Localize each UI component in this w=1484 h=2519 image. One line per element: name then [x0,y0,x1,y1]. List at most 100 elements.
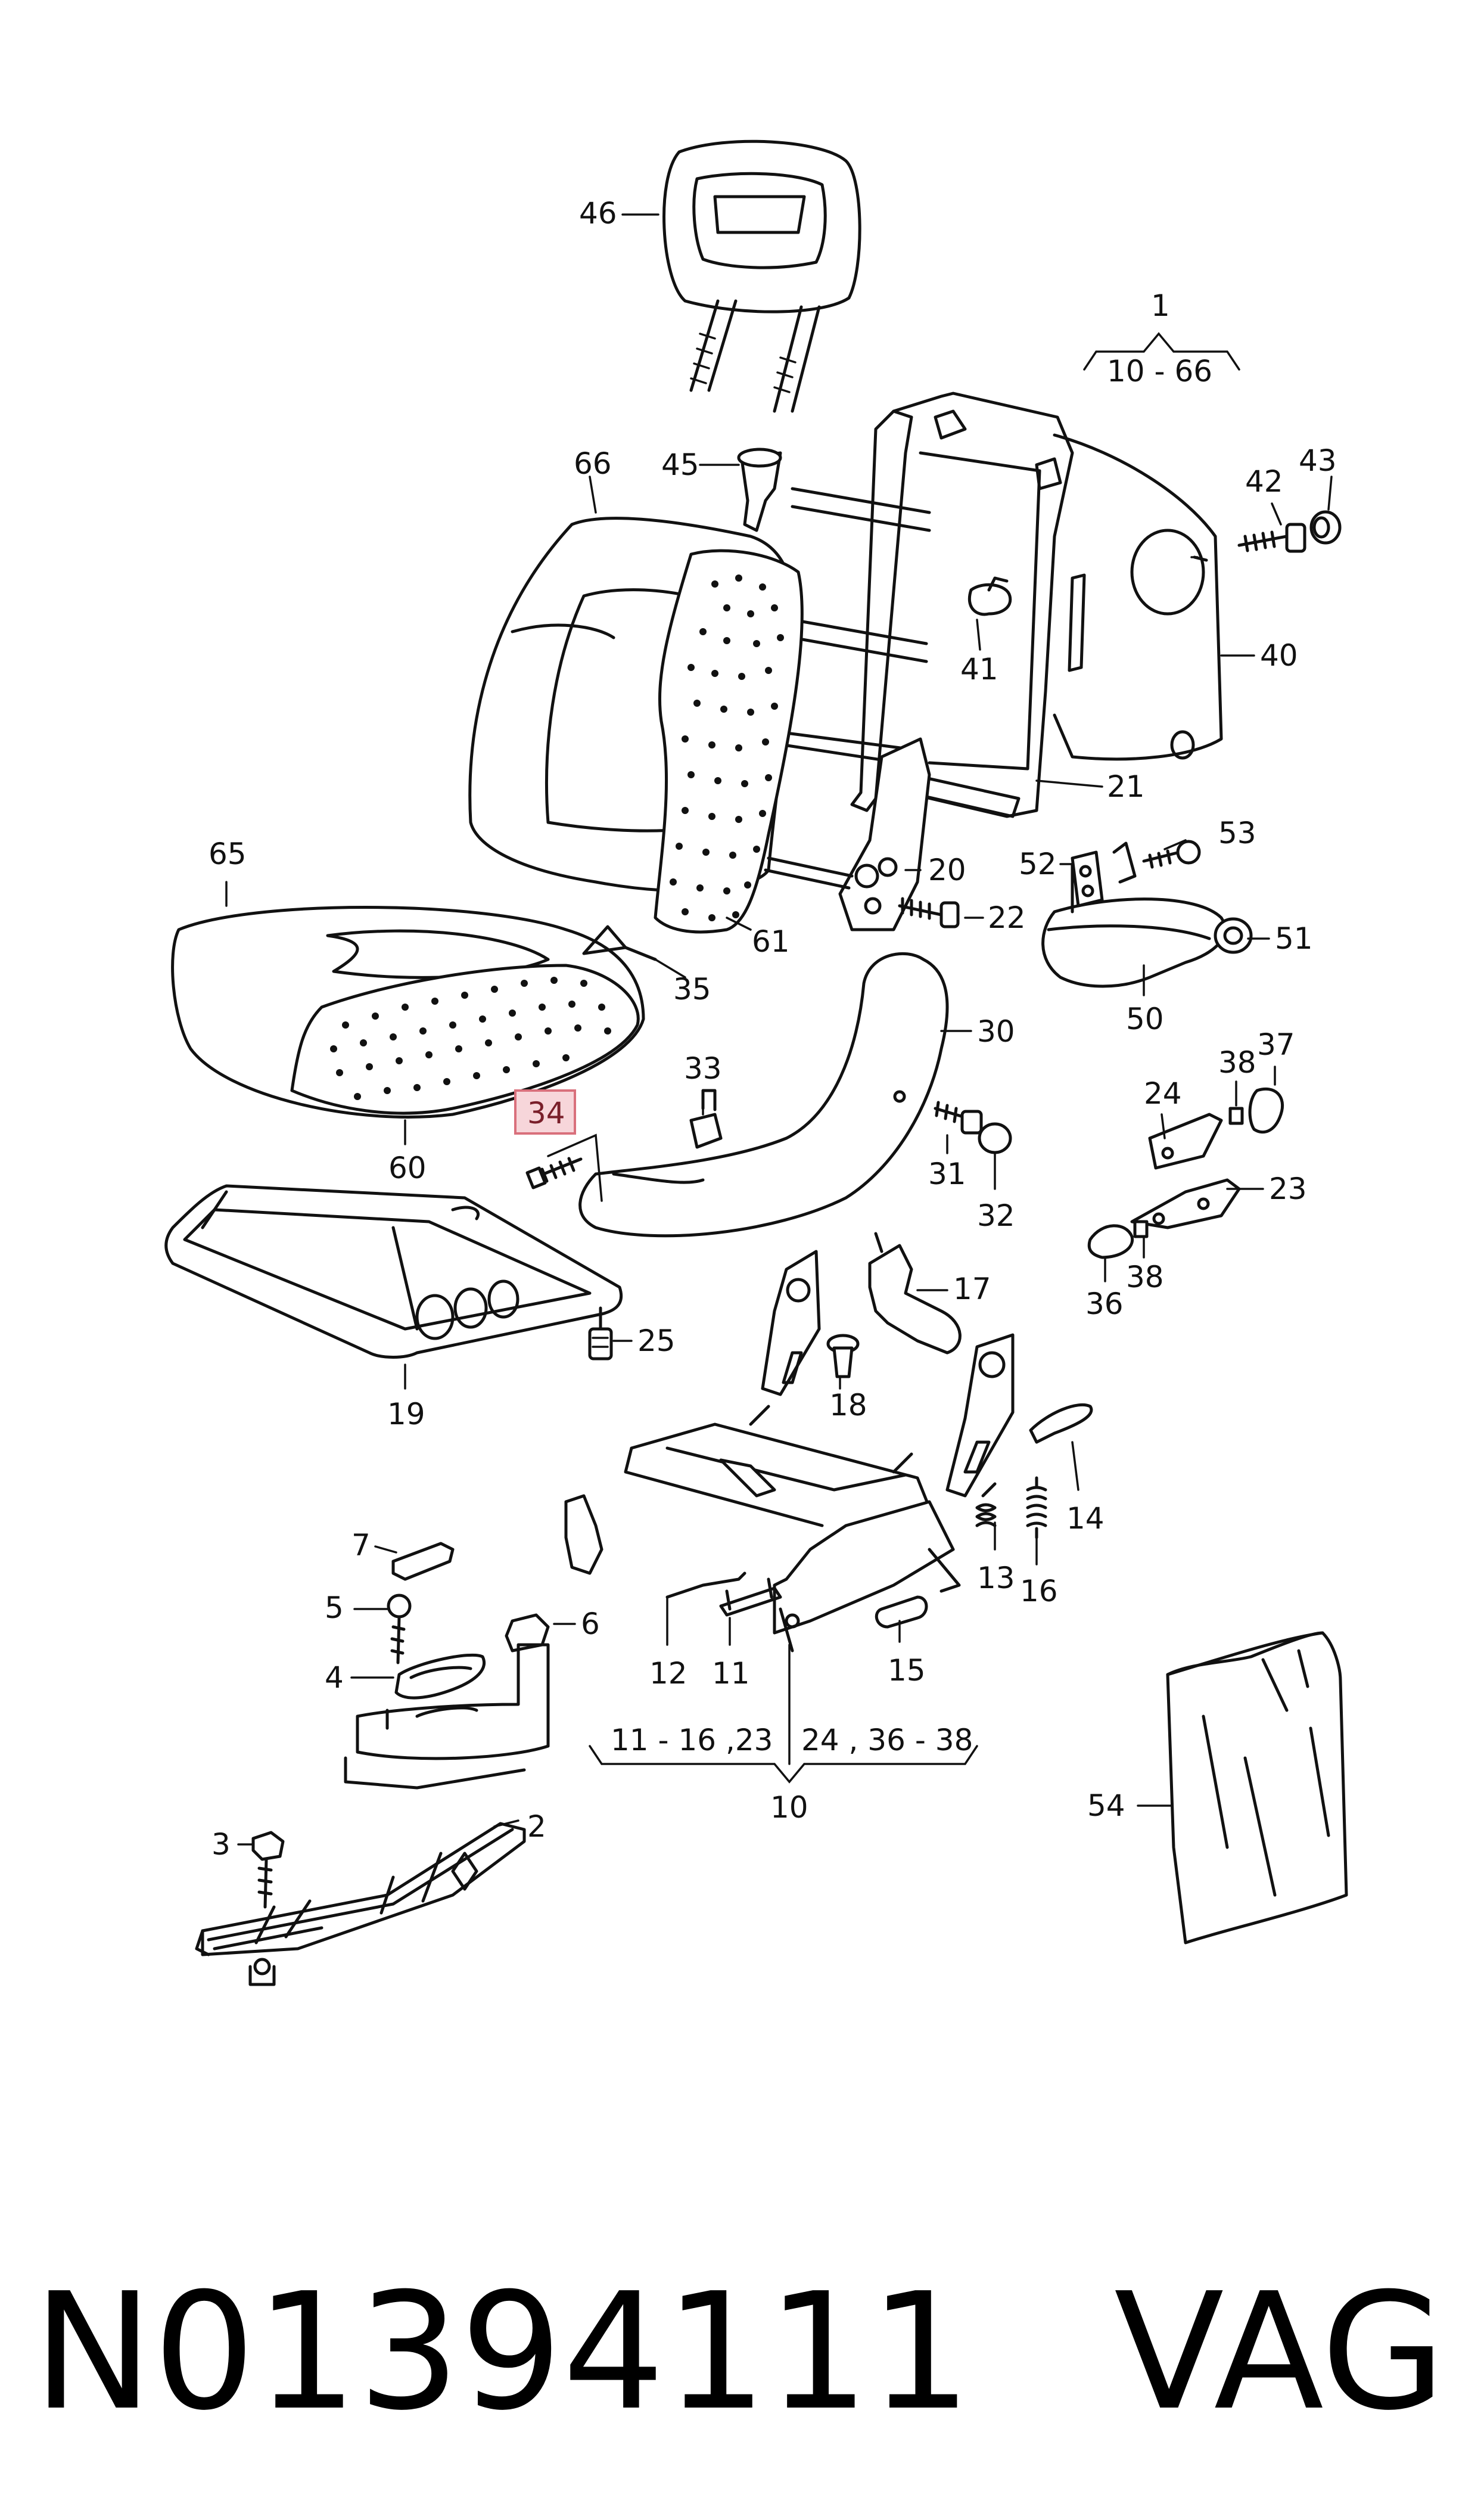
brand: VAG [1114,2258,1446,2446]
leader-lines [225,213,1333,1846]
cap-part-32[interactable] [978,1122,1012,1154]
cover-part-7[interactable] [391,1542,455,1581]
screw-part-53[interactable] [1142,840,1201,869]
footer: N01394111 VAG [33,2258,1446,2446]
callout-19: 19 [387,1397,425,1431]
bolt-part-3[interactable] [251,1831,285,1909]
callout-36: 36 [1085,1287,1124,1321]
headrest-part-46[interactable] [662,139,861,413]
headrest-guide-part-45[interactable] [737,448,782,532]
callout-10-range-b: 24 , 36 - 38 [801,1723,973,1757]
screw-part-34[interactable] [525,1157,583,1189]
handle-part-15[interactable] [875,1595,928,1629]
callout-13: 13 [977,1561,1015,1595]
armrest-part-50[interactable] [1041,862,1227,988]
armrest-bracket-part-52[interactable] [1071,841,1137,908]
callout-17: 17 [953,1272,991,1306]
callout-10: 10 [770,1790,808,1825]
seat-rail-part-2[interactable] [195,1822,526,1986]
callout-60: 60 [388,1151,427,1185]
part-number: N01394111 [33,2258,972,2446]
group-bracket-1 [1083,332,1240,371]
callout-11: 11 [712,1656,750,1691]
lever-part-17[interactable] [868,1232,962,1355]
callout-31: 31 [928,1157,966,1191]
side-trim-part-30[interactable] [578,952,949,1238]
backrest-frame-part-21[interactable] [850,392,1074,818]
callout-51: 51 [1275,921,1313,956]
callout-65: 65 [209,837,247,871]
callout-38-lower: 38 [1126,1260,1164,1294]
screw-part-5[interactable] [387,1594,412,1664]
callout-33: 33 [684,1051,722,1086]
callout-labels: 1 10 - 66 46 45 66 42 43 41 40 21 20 22 … [209,196,1337,1862]
callout-20: 20 [928,853,966,887]
callout-5: 5 [325,1591,344,1625]
callout-43: 43 [1299,443,1337,478]
spring-part-13[interactable] [975,1482,997,1527]
cover-part-12[interactable] [665,1571,746,1599]
cap-part-36[interactable] [1087,1224,1134,1259]
clip-part-38-upper[interactable] [1228,1107,1244,1125]
recliner-bracket-part-20[interactable] [764,737,931,931]
callout-1-range: 10 - 66 [1107,354,1212,389]
lever-part-14[interactable] [1029,1403,1093,1444]
callout-37: 37 [1257,1027,1295,1062]
callout-23: 23 [1269,1172,1307,1206]
bracket-part-24[interactable] [1148,1113,1223,1170]
seat-frame-part-10[interactable] [564,1250,1015,1653]
highlighted-callout-34[interactable]: 34 [514,1089,576,1135]
spring-part-16[interactable] [1026,1476,1047,1539]
callout-2: 2 [527,1809,546,1844]
bracket-part-23[interactable] [1130,1178,1241,1229]
callout-25: 25 [637,1324,676,1358]
callout-18: 18 [829,1388,867,1422]
callout-4: 4 [325,1660,344,1695]
callout-22: 22 [988,900,1026,935]
callout-35: 35 [673,972,711,1007]
callout-45: 45 [661,448,699,482]
bolt-part-25[interactable] [588,1306,613,1361]
wire-clip-part-35[interactable] [582,925,657,961]
callout-61: 61 [752,924,790,959]
callout-24: 24 [1144,1076,1182,1111]
callout-34: 34 [527,1096,565,1130]
callout-6: 6 [581,1607,600,1641]
callout-10-range-a: 11 - 16 ,23 [611,1723,773,1757]
cap-part-37[interactable] [1248,1087,1284,1134]
bracket-part-4[interactable] [344,1643,550,1790]
cap-part-51[interactable] [1214,917,1253,954]
backrest-rear-panel-part-40[interactable] [1053,433,1223,761]
screw-part-31[interactable] [934,1101,983,1135]
callout-50: 50 [1126,1002,1164,1036]
seat-pan-part-19[interactable] [164,1184,623,1359]
group-bracket-10 [589,1644,978,1784]
callout-1: 1 [1151,288,1170,323]
callout-15: 15 [888,1653,926,1688]
callout-46: 46 [579,196,617,231]
backrest-cross-tubes [782,487,931,768]
bolt-part-22[interactable] [898,897,960,928]
callout-38-upper: 38 [1218,1045,1256,1080]
clip-part-33[interactable] [689,1089,723,1149]
callout-3: 3 [211,1827,231,1862]
cap-part-43[interactable] [1309,510,1342,545]
callout-42: 42 [1245,464,1283,499]
callout-41: 41 [960,652,998,687]
parts-bag-part-54[interactable] [1166,1631,1348,1945]
clip-part-38-lower[interactable] [1133,1220,1149,1238]
backrest-foam-part-61[interactable] [654,549,804,934]
callout-40: 40 [1260,638,1298,673]
callout-21: 21 [1107,769,1145,804]
bracket-part-11[interactable] [719,1577,782,1617]
callout-32: 32 [977,1198,1015,1233]
callout-66: 66 [574,446,612,481]
callout-54: 54 [1087,1788,1125,1823]
pin-part-18[interactable] [826,1334,860,1378]
callout-14: 14 [1066,1501,1105,1536]
seat-foam-part-60[interactable] [290,964,640,1115]
callout-16: 16 [1020,1574,1058,1608]
clip-part-41[interactable] [967,576,1012,616]
screw-part-42[interactable] [1237,523,1306,553]
